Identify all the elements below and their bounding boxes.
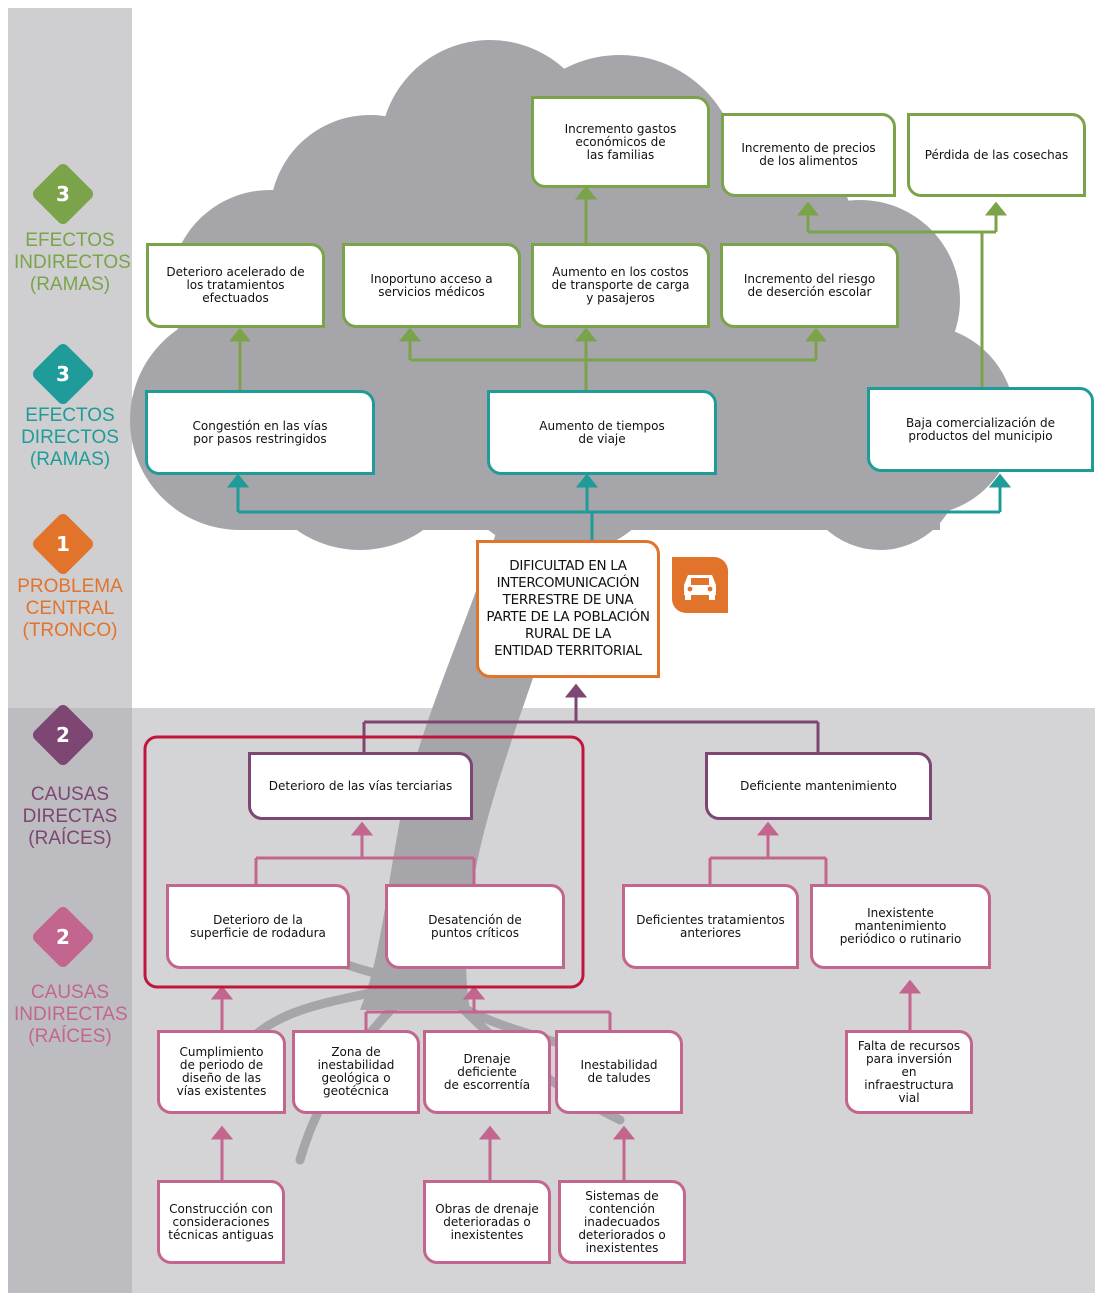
level-label-causas-directas: CAUSAS DIRECTAS (RAÍCES) [22,784,118,849]
cause-indirect-box: Desatención de puntos críticos [385,884,565,969]
cause-root-box: Inestabilidad de taludes [555,1030,683,1114]
effect-indirect-box: Incremento gastos económicos de las fami… [531,96,710,188]
cause-indirect-box: Inexistente mantenimiento periódico o ru… [810,884,991,969]
effect-direct-box: Baja comercialización de productos del m… [867,387,1094,472]
cause-indirect-box: Deficientes tratamientos anteriores [622,884,799,969]
effect-direct-box: Aumento de tiempos de viaje [487,390,717,475]
pink-connectors [210,821,922,1180]
cause-root-box: Zona de inestabilidad geológica o geotéc… [292,1030,420,1114]
level-label-problema-central: PROBLEMA CENTRAL (TRONCO) [17,576,123,641]
level-label-causas-indirectas: CAUSAS INDIRECTAS (RAÍCES) [14,982,128,1047]
level-label-efectos-indirectos: EFECTOS INDIRECTOS (RAMAS) [14,230,131,295]
effect-indirect-box: Pérdida de las cosechas [907,113,1086,197]
level-number-efectos-directos: 3 [56,362,70,386]
purple-connectors [362,683,820,752]
effect-indirect-box: Incremento del riesgo de deserción escol… [720,243,899,328]
central-problem-box: DIFICULTAD EN LA INTERCOMUNICACIÓN TERRE… [476,540,660,678]
cause-direct-box: Deterioro de las vías terciarias [248,752,473,820]
cause-root-box: Obras de drenaje deterioradas o inexiste… [423,1180,551,1264]
green-connectors [228,185,1008,390]
effect-indirect-box: Inoportuno acceso a servicios médicos [342,243,521,328]
effect-indirect-box: Deterioro acelerado de los tratamientos … [146,243,325,328]
car-icon [672,557,728,613]
highlight-group-outline [143,735,585,989]
cause-root-box: Falta de recursos para inversión en infr… [845,1030,973,1114]
effect-direct-box: Congestión en las vías por pasos restrin… [145,390,375,475]
cause-root-box: Construcción con consideraciones técnica… [157,1180,285,1264]
effect-indirect-box: Incremento de precios de los alimentos [721,113,896,197]
cause-root-box: Cumplimiento de periodo de diseño de las… [157,1030,286,1114]
level-number-causas-indirectas: 2 [56,925,70,949]
teal-connectors [226,473,1012,540]
cause-root-box: Drenaje deficiente de escorrentía [423,1030,551,1114]
level-number-causas-directas: 2 [56,723,70,747]
cause-root-box: Sistemas de contención inadecuados deter… [558,1180,686,1264]
cause-direct-box: Deficiente mantenimiento [705,752,932,820]
level-number-efectos-indirectos: 3 [56,182,70,206]
cause-indirect-box: Deterioro de la superficie de rodadura [166,884,350,969]
level-number-problema-central: 1 [56,532,70,556]
level-label-efectos-directos: EFECTOS DIRECTOS (RAMAS) [21,405,119,470]
effect-indirect-box: Aumento en los costos de transporte de c… [531,243,710,328]
